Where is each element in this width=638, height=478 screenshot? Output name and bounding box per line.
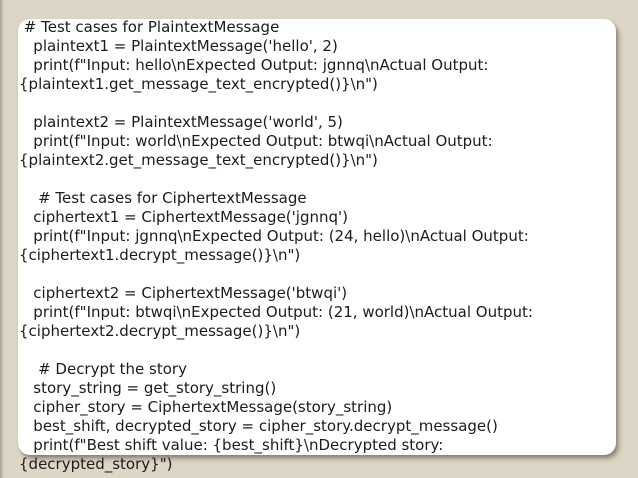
code-line: best_shift, decrypted_story = cipher_sto… xyxy=(19,417,498,435)
code-text: # Test cases for PlaintextMessage plaint… xyxy=(19,18,634,474)
code-card xyxy=(18,19,616,455)
code-line: # Test cases for PlaintextMessage xyxy=(19,18,280,36)
code-line: print(f"Input: hello\nExpected Output: j… xyxy=(19,56,489,74)
code-line xyxy=(19,265,634,284)
code-line: print(f"Input: jgnnq\nExpected Output: (… xyxy=(19,227,529,245)
code-line: # Decrypt the story xyxy=(19,360,187,378)
slide-left-edge xyxy=(0,0,4,478)
code-line xyxy=(19,94,634,113)
code-line: print(f"Input: world\nExpected Output: b… xyxy=(19,132,493,150)
code-line: {plaintext1.get_message_text_encrypted()… xyxy=(19,75,378,93)
code-line: {plaintext2.get_message_text_encrypted()… xyxy=(19,151,378,169)
code-line: print(f"Best shift value: {best_shift}\n… xyxy=(19,436,444,454)
code-line: plaintext2 = PlaintextMessage('world', 5… xyxy=(19,113,343,131)
code-line: print(f"Input: btwqi\nExpected Output: (… xyxy=(19,303,533,321)
code-line: story_string = get_story_string() xyxy=(19,379,277,397)
code-line xyxy=(19,170,634,189)
code-line: {decrypted_story}") xyxy=(19,455,173,473)
code-line: cipher_story = CiphertextMessage(story_s… xyxy=(19,398,393,416)
code-line: ciphertext1 = CiphertextMessage('jgnnq') xyxy=(19,208,348,226)
code-line: plaintext1 = PlaintextMessage('hello', 2… xyxy=(19,37,338,55)
code-line: {ciphertext1.decrypt_message()}\n") xyxy=(19,246,301,264)
code-line: ciphertext2 = CiphertextMessage('btwqi') xyxy=(19,284,348,302)
code-line: # Test cases for CiphertextMessage xyxy=(19,189,307,207)
code-line xyxy=(19,341,634,360)
code-line: {ciphertext2.decrypt_message()}\n") xyxy=(19,322,301,340)
